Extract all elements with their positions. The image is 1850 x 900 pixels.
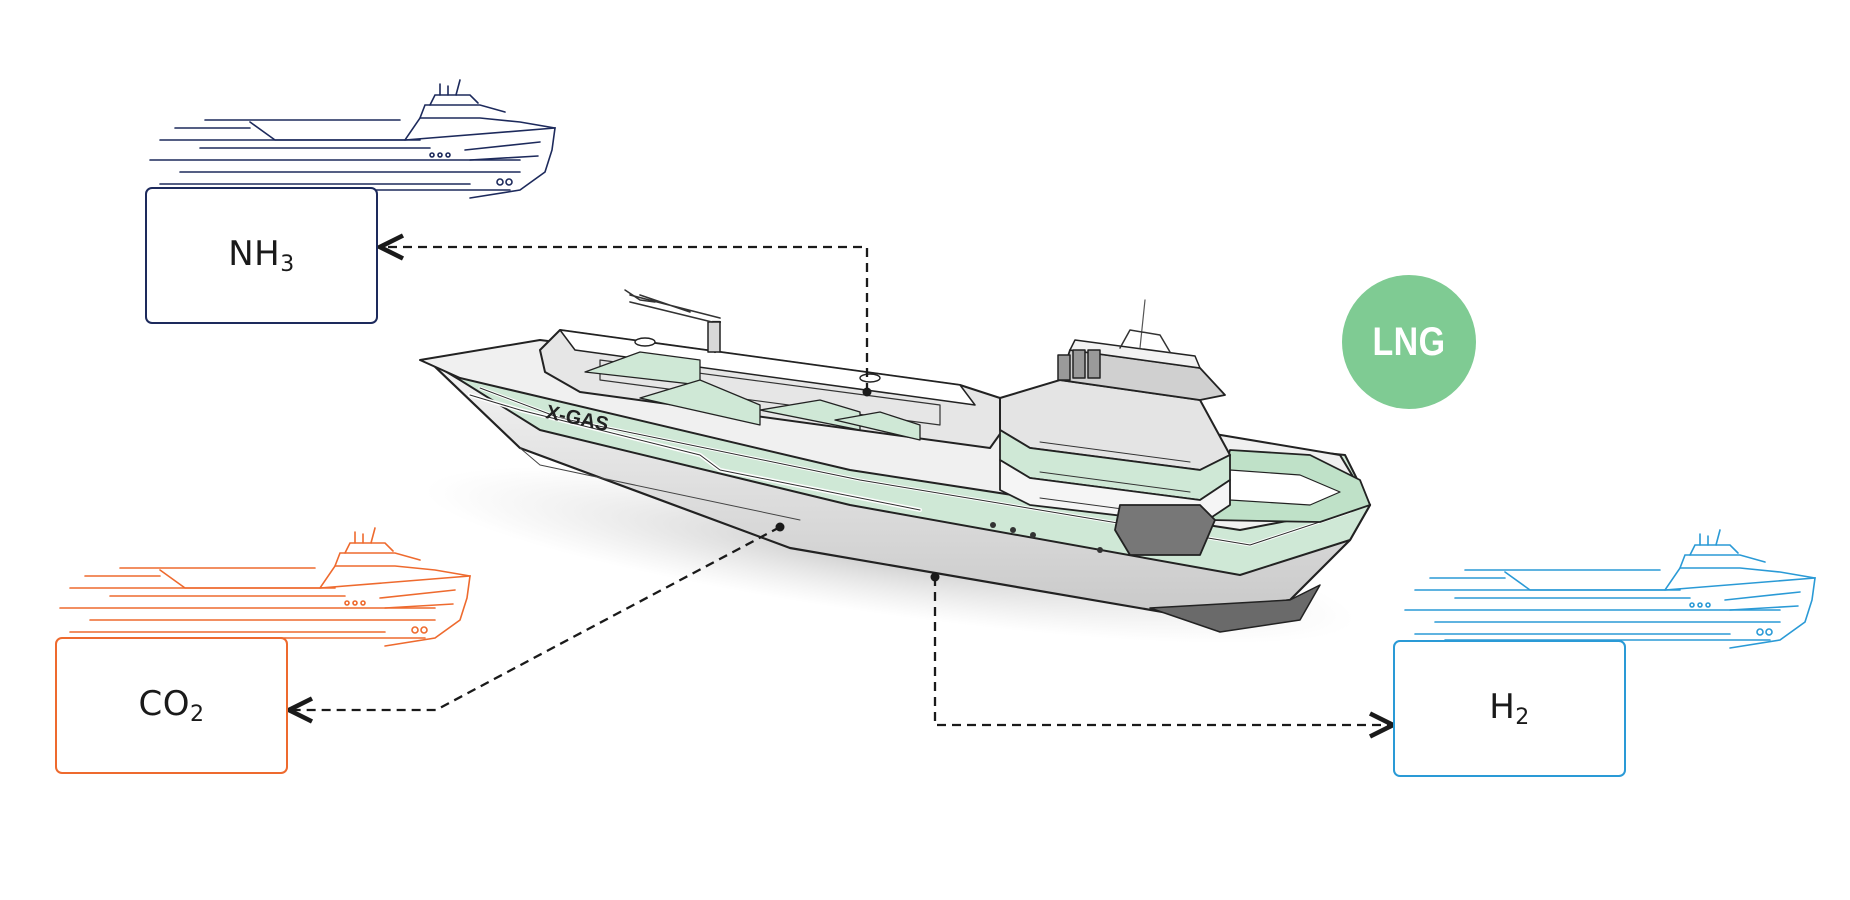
connectors xyxy=(289,247,1393,725)
lng-badge-label: LNG xyxy=(1372,319,1446,364)
ship-outline-h2 xyxy=(1404,529,1816,649)
central-gas-carrier xyxy=(419,289,1372,644)
fuel-box-co2: CO2 xyxy=(55,637,288,774)
ship-outline-nh3 xyxy=(149,79,556,199)
fuel-box-nh3: NH3 xyxy=(145,187,378,324)
fuel-label-nh3: NH3 xyxy=(228,234,295,277)
connector-origin-dots xyxy=(775,387,940,582)
connector-origin-h2 xyxy=(930,572,940,582)
fuel-label-h2: H2 xyxy=(1489,687,1530,730)
connector-origin-nh3 xyxy=(862,387,872,397)
connector-co2 xyxy=(289,525,781,710)
connector-origin-co2 xyxy=(775,522,785,532)
fuel-label-co2: CO2 xyxy=(138,684,205,727)
lng-badge: LNG xyxy=(1342,275,1476,409)
ship-outline-co2 xyxy=(59,527,471,647)
fuel-box-h2: H2 xyxy=(1393,640,1626,777)
connector-nh3 xyxy=(380,247,869,392)
connector-h2 xyxy=(933,577,1393,725)
